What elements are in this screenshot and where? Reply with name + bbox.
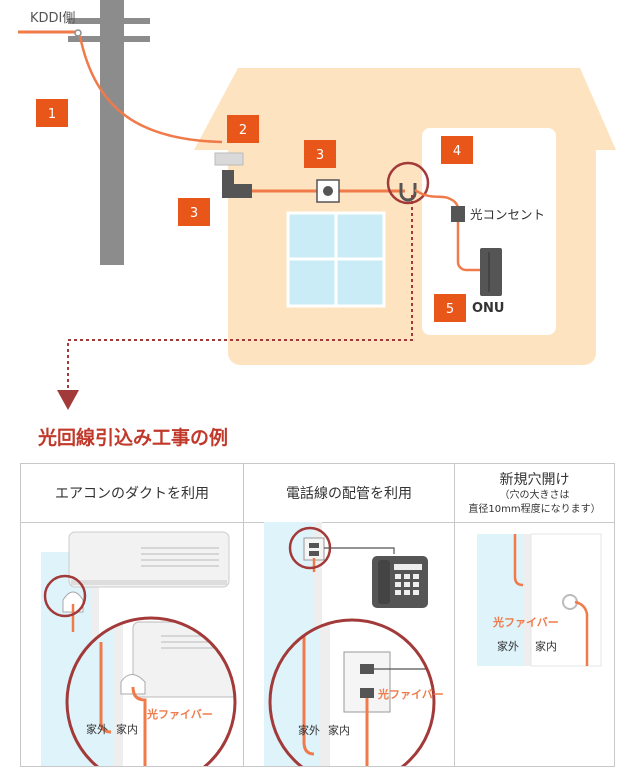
method-phone-header: 電話線の配管を利用: [244, 464, 454, 523]
method-phone-illustration: 家外 家内 光ファイバー: [244, 522, 454, 775]
aircon-unit: [68, 531, 230, 588]
aircon-illustration: 家外 家内 光ファイバー: [41, 531, 237, 775]
phone-inside-label: 家内: [328, 723, 350, 737]
aircon-zoom-circle: [65, 616, 237, 775]
step-badge-5: 5: [434, 294, 466, 322]
svg-text:4: 4: [453, 144, 461, 159]
step-badge-4: 4: [441, 136, 473, 164]
method-hole-title: 新規穴開け: [499, 472, 570, 488]
outlet-to-onu-fiber: [456, 222, 480, 272]
onu-device: [480, 248, 502, 296]
hole-fiber-label: 光ファイバー: [492, 615, 559, 629]
method-phone-title: 電話線の配管を利用: [286, 486, 412, 502]
kddi-label: KDDI側: [30, 11, 75, 26]
method-hole-illustration: 光ファイバー 家外 家内: [455, 522, 614, 766]
hole-outside-label: 家外: [497, 639, 519, 653]
step-badge-1: 1: [36, 99, 68, 127]
phone-zoom-circle: [268, 618, 436, 775]
method-new-hole: 新規穴開け （穴の大きさは 直径10mm程度になります） 光ファイバー 家外 家…: [454, 464, 614, 766]
step-badge-3a: 3: [178, 198, 210, 226]
optical-outlet-label: 光コンセント: [470, 207, 545, 222]
phone-illustration: 家外 家内 光ファイバー: [264, 522, 444, 775]
method-aircon: エアコンのダクトを利用: [21, 464, 243, 775]
method-hole-subtitle-1: （穴の大きさは: [499, 490, 570, 501]
section-title: 光回線引込み工事の例: [38, 427, 229, 449]
method-hole-header: 新規穴開け （穴の大きさは 直径10mm程度になります）: [455, 464, 614, 523]
optical-outlet: [451, 206, 465, 222]
leader-arrow-icon: [57, 390, 79, 410]
aircon-detail-circle: [43, 574, 87, 618]
entry-circle: [386, 161, 430, 205]
wall-junction: [222, 170, 252, 198]
svg-text:1: 1: [48, 107, 56, 122]
utility-pole: [68, 0, 150, 265]
installation-diagram: KDDI側 光コンセント ONU 1 2 3 3 4: [18, 0, 616, 410]
onu-label: ONU: [472, 301, 505, 316]
method-aircon-header: エアコンのダクトを利用: [21, 464, 243, 523]
method-aircon-title: エアコンのダクトを利用: [55, 486, 209, 502]
leader-dotted-line: [67, 195, 413, 388]
method-hole-subtitle-2: 直径10mm程度になります）: [468, 504, 601, 515]
phone-fiber-label: 光ファイバー: [377, 687, 444, 701]
svg-text:2: 2: [239, 123, 247, 138]
window: [286, 211, 386, 308]
method-phone-conduit: 電話線の配管を利用: [243, 464, 454, 775]
drop-cable: [78, 35, 223, 144]
svg-text:3: 3: [190, 206, 198, 221]
svg-text:3: 3: [316, 148, 324, 163]
cable-fixture: [214, 152, 244, 166]
hole-illustration: 光ファイバー 家外 家内: [477, 533, 602, 667]
aircon-inside-label: 家内: [116, 722, 138, 736]
inside-fiber: [414, 188, 460, 211]
hole-inside-label: 家内: [535, 639, 557, 653]
methods-grid: エアコンのダクトを利用: [20, 463, 615, 775]
method-aircon-illustration: 家外 家内 光ファイバー: [21, 522, 243, 775]
entry-hook: [399, 183, 417, 202]
aircon-fiber-label: 光ファイバー: [146, 707, 213, 721]
aircon-outside-label: 家外: [86, 722, 108, 736]
hole-icon: [562, 594, 578, 610]
step-badge-2: 2: [227, 115, 259, 143]
svg-text:5: 5: [446, 302, 454, 317]
telephone-icon: [372, 556, 428, 608]
interior-room: [422, 128, 556, 335]
phone-outside-label: 家外: [298, 723, 320, 737]
step-badge-3b: 3: [304, 140, 336, 168]
